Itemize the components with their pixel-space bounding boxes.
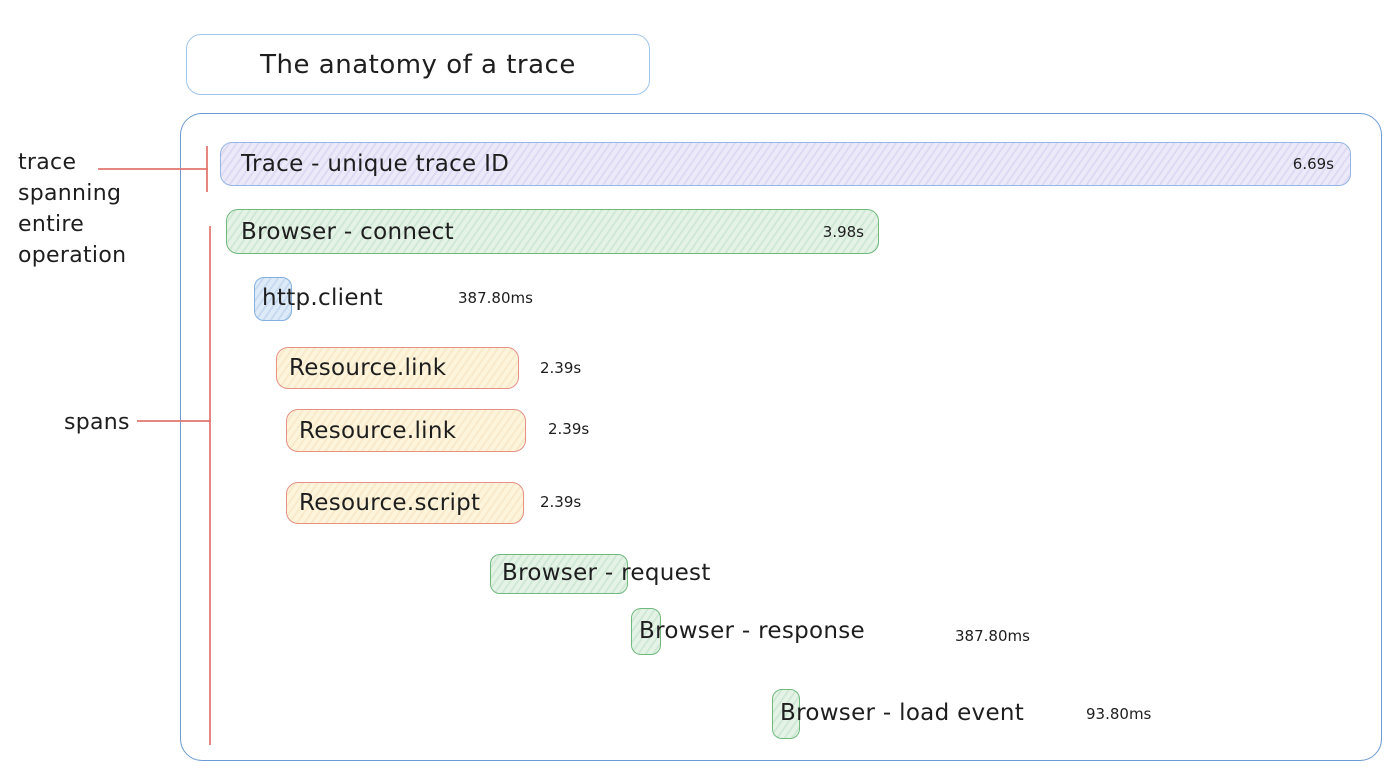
diagram-title: The anatomy of a trace xyxy=(260,49,576,80)
trace-annotation-connector-line xyxy=(98,168,208,170)
span-resource-link-1-duration: 2.39s xyxy=(540,359,582,377)
span-chip-browser-load-event xyxy=(772,689,800,739)
title-box: The anatomy of a trace xyxy=(186,34,650,95)
span-bar-trace: Trace - unique trace ID 6.69s xyxy=(220,142,1351,186)
span-resource-link-1-label: Resource.link xyxy=(289,355,447,381)
span-bar-browser-connect: Browser - connect 3.98s xyxy=(226,209,879,254)
span-bar-resource-script: Resource.script xyxy=(286,482,524,524)
spans-bracket-vertical-line xyxy=(209,226,211,745)
trace-annotation-line-3: entire xyxy=(18,212,85,237)
trace-annotation-line-4: operation xyxy=(18,243,127,268)
span-trace-duration: 6.69s xyxy=(1292,155,1334,173)
span-response-label: Browser - response xyxy=(639,618,865,644)
span-bar-resource-link-2: Resource.link xyxy=(286,409,526,452)
span-resource-link-2-label: Resource.link xyxy=(299,417,457,444)
span-bar-resource-link-1: Resource.link xyxy=(276,347,519,389)
span-request-label: Browser - request xyxy=(502,560,711,586)
span-connect-label: Browser - connect xyxy=(241,218,454,245)
span-resource-link-2-duration: 2.39s xyxy=(548,420,590,438)
span-resource-script-duration: 2.39s xyxy=(540,493,582,511)
span-trace-label: Trace - unique trace ID xyxy=(241,151,510,177)
span-load-event-duration: 93.80ms xyxy=(1086,705,1152,723)
span-connect-duration: 3.98s xyxy=(822,222,864,241)
span-response-duration: 387.80ms xyxy=(955,627,1030,645)
trace-annotation-text: trace spanning entire operation xyxy=(18,147,126,271)
spans-annotation-text: spans xyxy=(64,407,130,438)
span-resource-script-label: Resource.script xyxy=(299,490,481,516)
trace-annotation-connector-tick xyxy=(206,146,208,192)
span-load-event-label: Browser - load event xyxy=(780,700,1025,726)
spans-annotation-connector-line xyxy=(137,420,211,422)
trace-annotation-line-1: trace xyxy=(18,150,77,175)
span-http-client-duration: 387.80ms xyxy=(458,289,533,307)
spans-annotation-label: spans xyxy=(64,410,130,435)
span-chip-browser-response xyxy=(631,608,661,655)
span-chip-http-client xyxy=(254,277,292,321)
span-chip-browser-request xyxy=(490,554,628,594)
trace-annotation-line-2: spanning xyxy=(18,181,122,206)
span-http-client-label: http.client xyxy=(262,285,383,311)
